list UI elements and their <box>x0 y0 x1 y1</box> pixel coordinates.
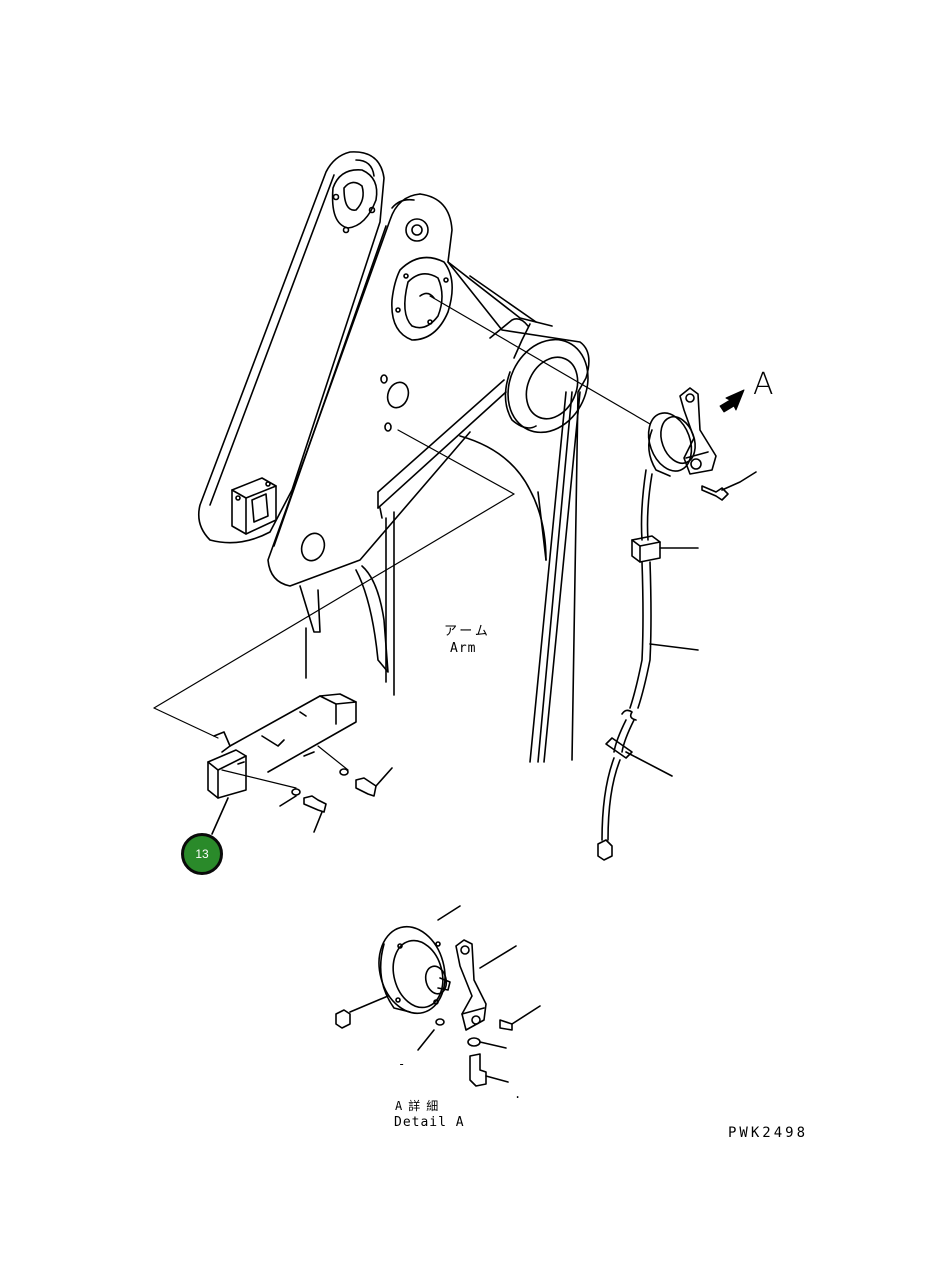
arm-label-english: Arm <box>450 641 477 656</box>
angle-sensor <box>647 387 757 501</box>
guard-fasteners <box>211 767 393 835</box>
view-arrow <box>719 389 745 413</box>
front-arm-plate <box>267 193 590 761</box>
stray-dot-mark: . <box>514 1087 522 1101</box>
drawing-number: PWK2498 <box>728 1125 809 1141</box>
detail-a-label-japanese: A詳細 <box>395 1099 445 1113</box>
cross-tube <box>447 261 589 434</box>
part-callout-13[interactable]: 13 <box>181 833 223 875</box>
stray-dash-mark: - <box>398 1057 406 1071</box>
detail-a-label-english: Detail A <box>394 1115 465 1130</box>
part-callout-number: 13 <box>195 847 209 861</box>
rear-pin-bracket <box>231 477 277 535</box>
leader-lines <box>153 295 651 789</box>
sensor-harness <box>597 469 699 861</box>
view-a-label: A <box>753 367 774 402</box>
arm-label-japanese: アーム <box>444 624 491 639</box>
sensor-guard-bracket <box>207 693 357 799</box>
arm-web-lines <box>299 379 581 763</box>
rear-arm-plate <box>197 151 385 544</box>
detail-a-sensor <box>335 905 541 1087</box>
